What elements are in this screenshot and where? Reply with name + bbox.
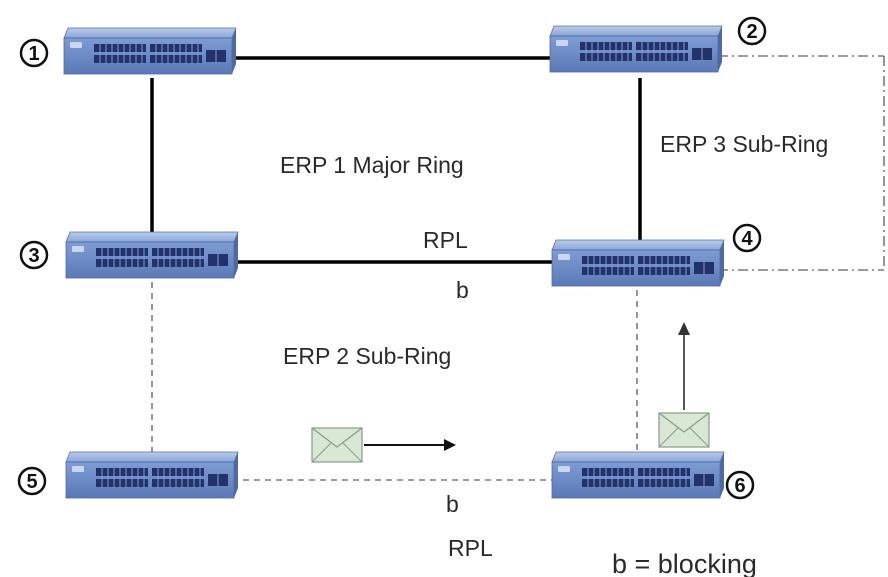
node-badge-4: 4 [732, 223, 762, 253]
node-number: 6 [734, 475, 745, 497]
node-badge-6: 6 [725, 470, 755, 500]
arrow-up-icon [678, 322, 690, 410]
node-number: 3 [28, 245, 39, 267]
major-ring-label: ERP 1 Major Ring [280, 152, 464, 178]
rpl-label-sub: RPL [448, 535, 493, 561]
node-number: 2 [746, 21, 757, 43]
node-badge-5: 5 [17, 466, 47, 496]
sub-ring-3-label: ERP 3 Sub-Ring [660, 131, 828, 157]
switch-3-icon [65, 231, 239, 279]
arrow-right-icon [364, 439, 456, 451]
envelope-icon [658, 412, 710, 448]
node-number: 5 [26, 471, 37, 493]
blocking-label-major: b [456, 277, 469, 303]
node-number: 1 [28, 43, 39, 65]
rpl-label-major: RPL [423, 227, 468, 253]
node-number: 4 [741, 228, 753, 250]
legend-blocking: b = blocking [612, 549, 757, 577]
sub-ring-links [151, 282, 638, 481]
switch-2-icon [549, 25, 723, 73]
blocking-label-sub: b [446, 491, 459, 517]
major-ring-links [150, 56, 642, 264]
switch-6-icon [551, 451, 725, 499]
node-badge-1: 1 [19, 38, 49, 68]
erp3-sub-ring-links [718, 55, 885, 271]
switch-1-icon [63, 27, 237, 75]
switch-4-icon [551, 239, 725, 287]
node-badge-2: 2 [737, 16, 767, 46]
sub-ring-2-label: ERP 2 Sub-Ring [283, 343, 451, 369]
switch-5-icon [65, 451, 239, 499]
envelope-icon [311, 427, 363, 463]
node-badge-3: 3 [19, 240, 49, 270]
